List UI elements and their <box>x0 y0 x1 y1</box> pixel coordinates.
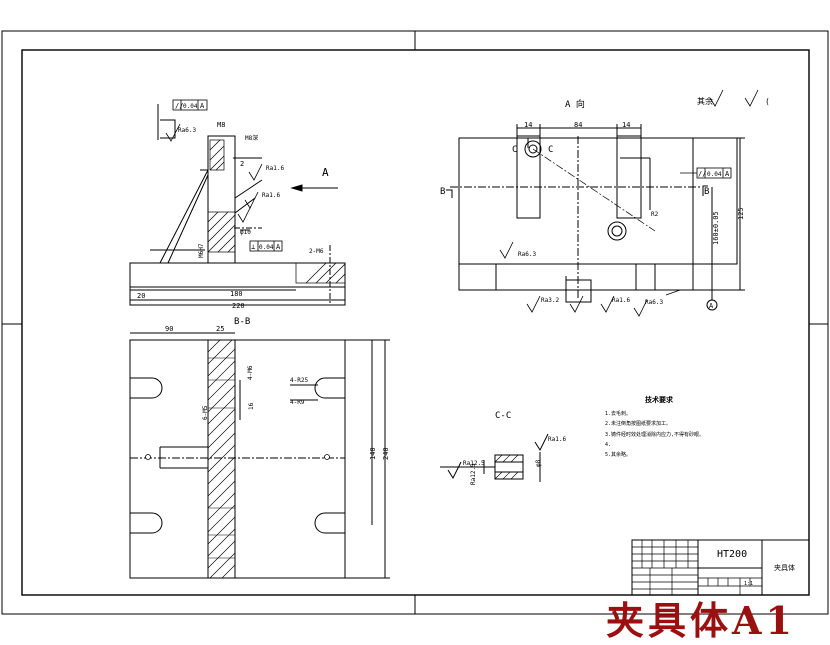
svg-text:B-B: B-B <box>234 317 250 327</box>
svg-text:180: 180 <box>230 290 243 298</box>
tolerance-frame-front-mid: ⊥ 0.04 A <box>249 240 283 252</box>
svg-text:A: A <box>200 102 205 110</box>
svg-text:140: 140 <box>369 447 377 460</box>
bb-holes <box>145 454 330 460</box>
svg-text:Ra6.3: Ra6.3 <box>518 251 536 258</box>
svg-text:Ra3.2: Ra3.2 <box>541 297 559 304</box>
tolerance-frame-front-top: // 0.04 A <box>172 99 208 111</box>
svg-text:A: A <box>709 302 714 310</box>
svg-text:240: 240 <box>382 447 390 460</box>
svg-text:3.铸件经时效处理消除内应力,不得有砂眼。: 3.铸件经时效处理消除内应力,不得有砂眼。 <box>605 431 704 438</box>
svg-text:B: B <box>440 187 445 197</box>
svg-text:Ra6.3: Ra6.3 <box>645 299 663 306</box>
svg-text:M8深: M8深 <box>245 134 258 142</box>
front-view-texts: Ra6.3 M8 M8深 2 Ra1.6 Ra1.6 φ10 M6H7 2-M6… <box>137 121 329 310</box>
svg-text:1.去毛刺。: 1.去毛刺。 <box>605 410 631 417</box>
svg-text:125: 125 <box>737 207 745 220</box>
title-block-texts: HT200 夹具体 1:1 <box>717 549 795 587</box>
svg-text:M6H7: M6H7 <box>198 243 205 258</box>
svg-text:B: B <box>704 187 709 197</box>
svg-text:夹具体: 夹具体 <box>774 563 795 572</box>
svg-text:(: ( <box>765 97 770 106</box>
outer-border <box>1 30 829 615</box>
svg-text:其余: 其余 <box>697 96 713 106</box>
title-block <box>631 539 810 596</box>
svg-text:20: 20 <box>137 292 145 300</box>
svg-text:Ra1.6: Ra1.6 <box>548 436 566 443</box>
svg-text:0.04: 0.04 <box>707 171 722 178</box>
svg-text:Ra12.5: Ra12.5 <box>470 463 477 485</box>
svg-text:0.04: 0.04 <box>259 244 274 251</box>
svg-text:90: 90 <box>165 325 173 333</box>
svg-text:M8: M8 <box>217 121 225 129</box>
svg-text:Ra1.6: Ra1.6 <box>266 165 284 172</box>
svg-text:4-R25: 4-R25 <box>290 377 308 384</box>
svg-text:技术要求: 技术要求 <box>645 395 674 404</box>
svg-text:4-R9: 4-R9 <box>290 399 305 406</box>
roughness-symbols-front <box>165 123 263 223</box>
svg-text://: // <box>175 102 183 110</box>
tolerance-frame-top-right: // 0.04 A <box>680 167 732 179</box>
svg-text:4-M6: 4-M6 <box>247 365 254 380</box>
svg-text:Ra1.6: Ra1.6 <box>262 192 280 199</box>
svg-text:14: 14 <box>524 121 532 129</box>
front-view <box>129 104 346 306</box>
svg-text:Ra6.3: Ra6.3 <box>178 127 196 134</box>
svg-text:C: C <box>548 145 553 155</box>
svg-text:84: 84 <box>574 121 582 129</box>
svg-text:220: 220 <box>232 302 245 310</box>
svg-text:5.其余略。: 5.其余略。 <box>605 451 631 458</box>
section-cc-hatching <box>494 454 519 480</box>
svg-text:4.: 4. <box>605 442 611 448</box>
svg-text:0.04: 0.04 <box>183 103 198 110</box>
svg-text:1:1: 1:1 <box>744 581 753 587</box>
svg-text:φ8: φ8 <box>535 459 542 467</box>
tech-requirements: 技术要求 1.去毛刺。 2.未注倒角按图纸要求加工。 3.铸件经时效处理消除内应… <box>605 395 704 458</box>
svg-text:φ10: φ10 <box>240 229 251 236</box>
svg-text:2.未注倒角按图纸要求加工。: 2.未注倒角按图纸要求加工。 <box>605 420 671 427</box>
svg-text:A: A <box>725 170 730 178</box>
svg-text:A 向: A 向 <box>565 98 585 110</box>
svg-text:HT200: HT200 <box>717 549 747 560</box>
svg-text:2: 2 <box>240 160 244 168</box>
svg-text:Ra1.6: Ra1.6 <box>612 297 630 304</box>
svg-text:160±0.05: 160±0.05 <box>712 211 720 245</box>
section-bb-hatching <box>207 339 236 579</box>
svg-text:25: 25 <box>216 325 224 333</box>
svg-text:⊥: ⊥ <box>251 243 255 251</box>
drawing-caption: 夹具体A1 <box>606 598 796 643</box>
svg-text:6-M5: 6-M5 <box>202 405 209 420</box>
section-cc <box>440 433 549 482</box>
view-a-texts: A 向 其余 ( 14 84 14 C C B B 125 160±0.05 A… <box>440 96 770 310</box>
svg-text:C: C <box>512 145 517 155</box>
centering-marks <box>2 31 828 614</box>
svg-text:C-C: C-C <box>495 411 511 421</box>
svg-text:2-M6: 2-M6 <box>309 248 324 255</box>
svg-text:A: A <box>322 166 329 179</box>
svg-text:16: 16 <box>248 402 255 410</box>
svg-text:Ra12.5: Ra12.5 <box>463 460 485 467</box>
svg-text:A: A <box>276 243 281 251</box>
svg-text://: // <box>698 170 706 178</box>
svg-text:14: 14 <box>622 121 630 129</box>
roughness-symbols-view-a <box>499 89 759 317</box>
svg-text:R2: R2 <box>651 211 659 218</box>
section-bb-texts: 90 25 B-B 4-M6 4-R25 4-R9 16 6-M5 140 24… <box>165 317 390 460</box>
view-a <box>446 124 745 311</box>
section-cc-texts: C-C Ra12.5 Ra1.6 φ8 Ra12.5 <box>463 411 566 485</box>
section-bb <box>129 332 390 579</box>
